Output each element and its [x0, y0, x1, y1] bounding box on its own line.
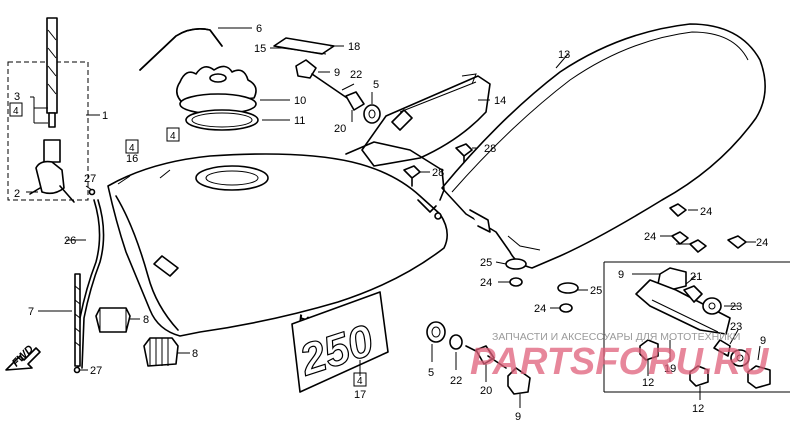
callout-4-cover: 4	[129, 143, 135, 154]
side-cover	[361, 73, 491, 167]
callout-23-lower: 23	[730, 321, 742, 333]
watermark: ЗАПЧАСТИ И АКСЕССУАРЫ ДЛЯ МОТОТЕХНИКИ PA…	[470, 331, 770, 383]
callout-7: 7	[28, 306, 34, 318]
callout-28-lower: 28	[432, 167, 444, 179]
callout-24-b: 24	[644, 231, 656, 243]
callout-17: 17	[354, 389, 366, 401]
callout-24-a: 24	[700, 206, 712, 218]
callout-20-lower: 20	[480, 385, 492, 397]
emblem-plate	[270, 37, 344, 55]
callout-24-e: 24	[534, 303, 546, 315]
callout-10: 10	[294, 95, 306, 107]
fuel-tube-assembly	[38, 185, 105, 374]
fuel-tank	[107, 153, 448, 337]
callout-24-d: 24	[480, 277, 492, 289]
forward-label: FWD	[10, 343, 36, 369]
cushion-rubbers	[95, 307, 190, 367]
tank-decal: HONDA 250	[291, 291, 389, 393]
callout-20-upper: 20	[334, 123, 346, 135]
inset-detail	[603, 261, 790, 400]
callout-15: 15	[254, 43, 266, 55]
callout-22-upper: 22	[350, 69, 362, 81]
tank-mount-bolt-lower	[426, 321, 531, 408]
callout-11: 11	[294, 115, 305, 127]
callout-14: 14	[494, 95, 506, 107]
small-hardware	[495, 203, 756, 313]
callout-24-c: 24	[756, 237, 768, 249]
watermark-logo: PARTSFORU.RU	[470, 341, 770, 383]
fuel-valve-assembly	[7, 17, 89, 203]
callout-13: 13	[558, 49, 570, 61]
callout-4-tank: 4	[170, 131, 176, 142]
callout-25-a: 25	[480, 257, 492, 269]
forward-arrow-group	[5, 347, 41, 371]
callout-26: 26	[64, 235, 76, 247]
callout-12-right: 12	[692, 403, 704, 415]
callout-2: 2	[14, 188, 20, 200]
callout-9-inset-right: 9	[760, 335, 766, 347]
callout-5-lower: 5	[428, 367, 434, 379]
callout-4-valve: 4	[13, 106, 19, 117]
fuel-cap-assembly	[176, 65, 290, 131]
callout-8-lower: 8	[192, 348, 198, 360]
tank-mount-bolt-upper	[295, 59, 381, 124]
callout-9-inset-top: 9	[618, 269, 624, 281]
boxed-markers	[9, 102, 367, 387]
callout-3: 3	[14, 91, 20, 103]
callout-23-upper: 23	[730, 301, 742, 313]
callout-28-upper: 28	[484, 143, 496, 155]
callout-27-lower: 27	[90, 365, 102, 377]
seat	[345, 23, 766, 269]
callout-9-lower: 9	[515, 411, 521, 421]
callout-4-decal: 4	[357, 376, 363, 387]
callout-27-upper: 27	[84, 173, 96, 185]
breather-tube	[139, 27, 252, 71]
callout-12-left: 12	[642, 377, 654, 389]
callout-19: 19	[664, 363, 676, 375]
callout-6: 6	[256, 23, 262, 35]
forward-arrow-icon	[5, 347, 41, 371]
callout-5-upper: 5	[373, 79, 379, 91]
callout-1: 1	[102, 110, 108, 122]
leader-lines	[26, 96, 100, 193]
callout-21: 21	[690, 271, 702, 283]
callout-25-b: 25	[590, 285, 602, 297]
watermark-caption: ЗАПЧАСТИ И АКСЕССУАРЫ ДЛЯ МОТОТЕХНИКИ	[492, 331, 740, 343]
callout-8-upper: 8	[143, 314, 149, 326]
callout-22-lower: 22	[450, 375, 462, 387]
callout-18: 18	[348, 41, 360, 53]
callout-16: 16	[126, 153, 138, 165]
callout-9-cap: 9	[334, 67, 340, 79]
